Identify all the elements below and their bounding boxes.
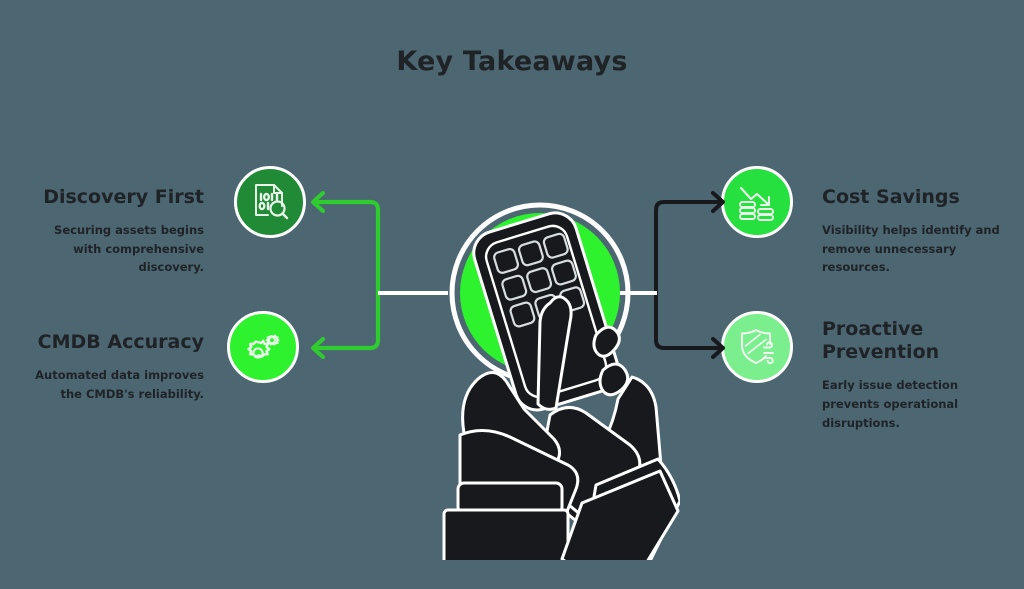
sleeve-left bbox=[442, 481, 570, 560]
icon-circle-cmdb-accuracy bbox=[227, 311, 299, 383]
takeaway-discovery-first: Discovery First Securing assets begins w… bbox=[24, 186, 204, 277]
icon-circle-discovery-first bbox=[234, 166, 306, 238]
takeaway-cmdb-accuracy: CMDB Accuracy Automated data improves th… bbox=[24, 331, 204, 403]
connector-line-proactive bbox=[654, 288, 724, 350]
gears-icon bbox=[240, 324, 286, 370]
declining-chart-coins-icon bbox=[734, 179, 780, 225]
document-binary-search-icon bbox=[247, 179, 293, 225]
takeaway-heading: Cost Savings bbox=[822, 186, 960, 208]
connector-line-discovery bbox=[311, 199, 381, 293]
arrowhead-cost bbox=[711, 191, 725, 213]
takeaway-body: Early issue detection prevents operation… bbox=[822, 378, 959, 430]
shield-wind-icon bbox=[734, 324, 780, 370]
connector-line-cmdb bbox=[311, 287, 381, 351]
takeaway-heading: Discovery First bbox=[43, 186, 204, 208]
takeaway-cost-savings: Cost Savings Visibility helps identify a… bbox=[822, 186, 1000, 277]
spoke-line-left bbox=[378, 291, 448, 295]
takeaway-heading: CMDB Accuracy bbox=[37, 331, 204, 353]
connector-line-cost bbox=[654, 200, 724, 292]
takeaway-heading: Proactive Prevention bbox=[822, 318, 940, 364]
arrowhead-cmdb bbox=[310, 336, 326, 360]
page-title: Key Takeaways bbox=[396, 46, 628, 77]
connector-arrows-right bbox=[654, 191, 725, 359]
arrowhead-discovery bbox=[310, 190, 326, 214]
takeaway-body: Securing assets begins with comprehensiv… bbox=[54, 223, 204, 275]
icon-circle-proactive-prevention bbox=[721, 311, 793, 383]
takeaway-proactive-prevention: Proactive Prevention Early issue detecti… bbox=[822, 318, 1000, 432]
hands-holding-smartphone-illustration bbox=[400, 185, 680, 560]
connector-arrows-left bbox=[310, 190, 381, 360]
index-finger bbox=[536, 295, 573, 411]
spoke-line-right bbox=[585, 291, 657, 295]
takeaway-body: Visibility helps identify and remove unn… bbox=[822, 223, 1000, 275]
arrowhead-proactive bbox=[711, 337, 725, 359]
sleeve-right bbox=[560, 457, 680, 560]
icon-circle-cost-savings bbox=[721, 166, 793, 238]
takeaway-body: Automated data improves the CMDB's relia… bbox=[35, 368, 204, 401]
